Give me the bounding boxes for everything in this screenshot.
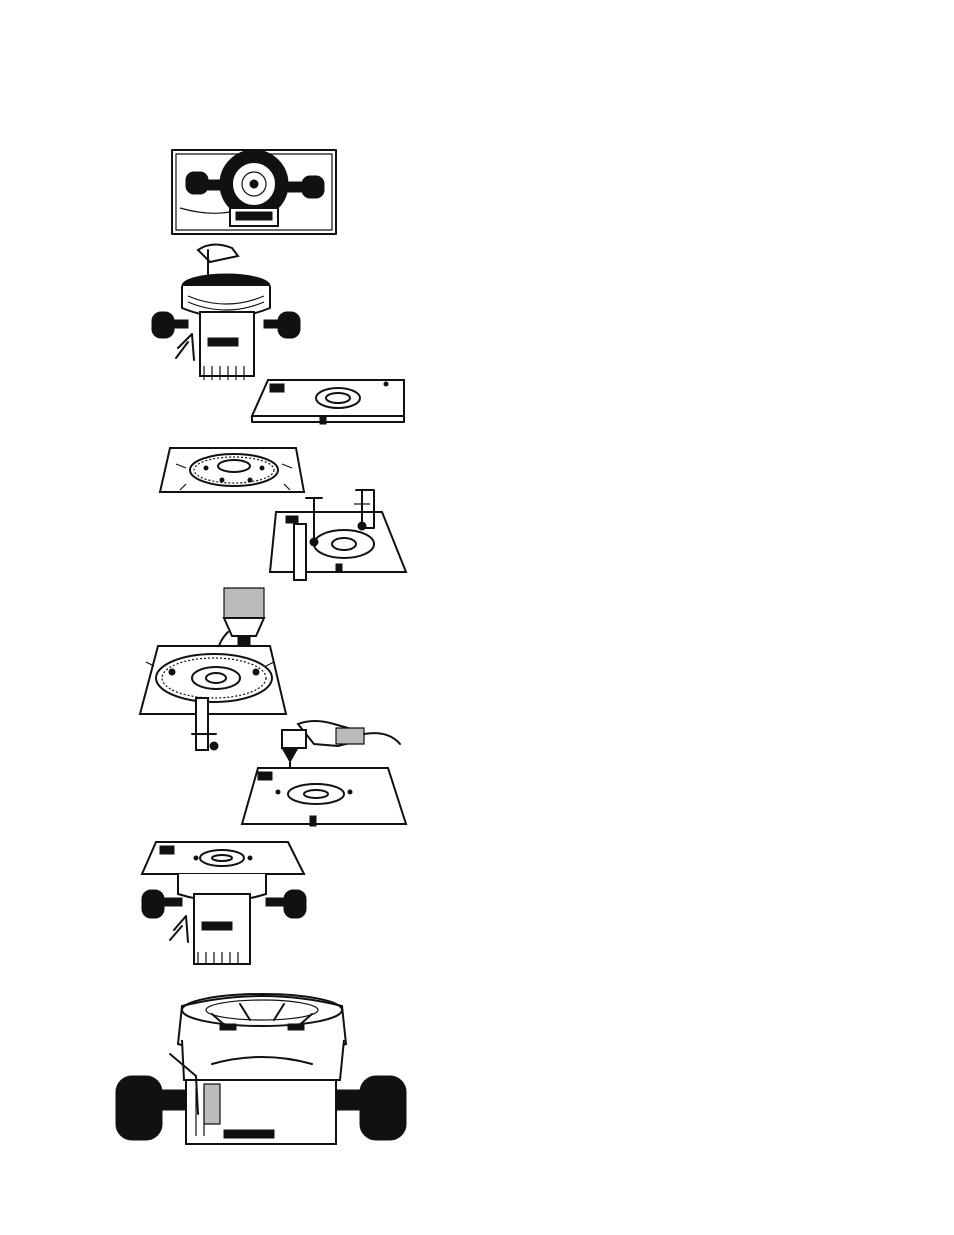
- router-base-top-view-icon: [168, 146, 340, 238]
- mounting-plate-figure: [248, 376, 408, 428]
- router-removing-sub-base-figure: [148, 238, 304, 388]
- plate-clamped-to-bench-figure: [266, 484, 408, 582]
- plate-clamped-to-bench-icon: [266, 484, 408, 582]
- drilling-holes-with-hand-drill-icon: [238, 716, 410, 830]
- router-base-top-view-figure: [168, 146, 340, 238]
- router-removing-sub-base-icon: [148, 238, 304, 388]
- router-base-closeup-icon: [112, 984, 410, 1146]
- router-base-closeup-figure: [112, 984, 410, 1146]
- router-attached-to-plate-icon: [138, 838, 314, 970]
- mounting-plate-icon: [248, 376, 408, 428]
- drilling-holes-with-hand-drill-figure: [238, 716, 410, 830]
- router-attached-to-plate-figure: [138, 838, 314, 970]
